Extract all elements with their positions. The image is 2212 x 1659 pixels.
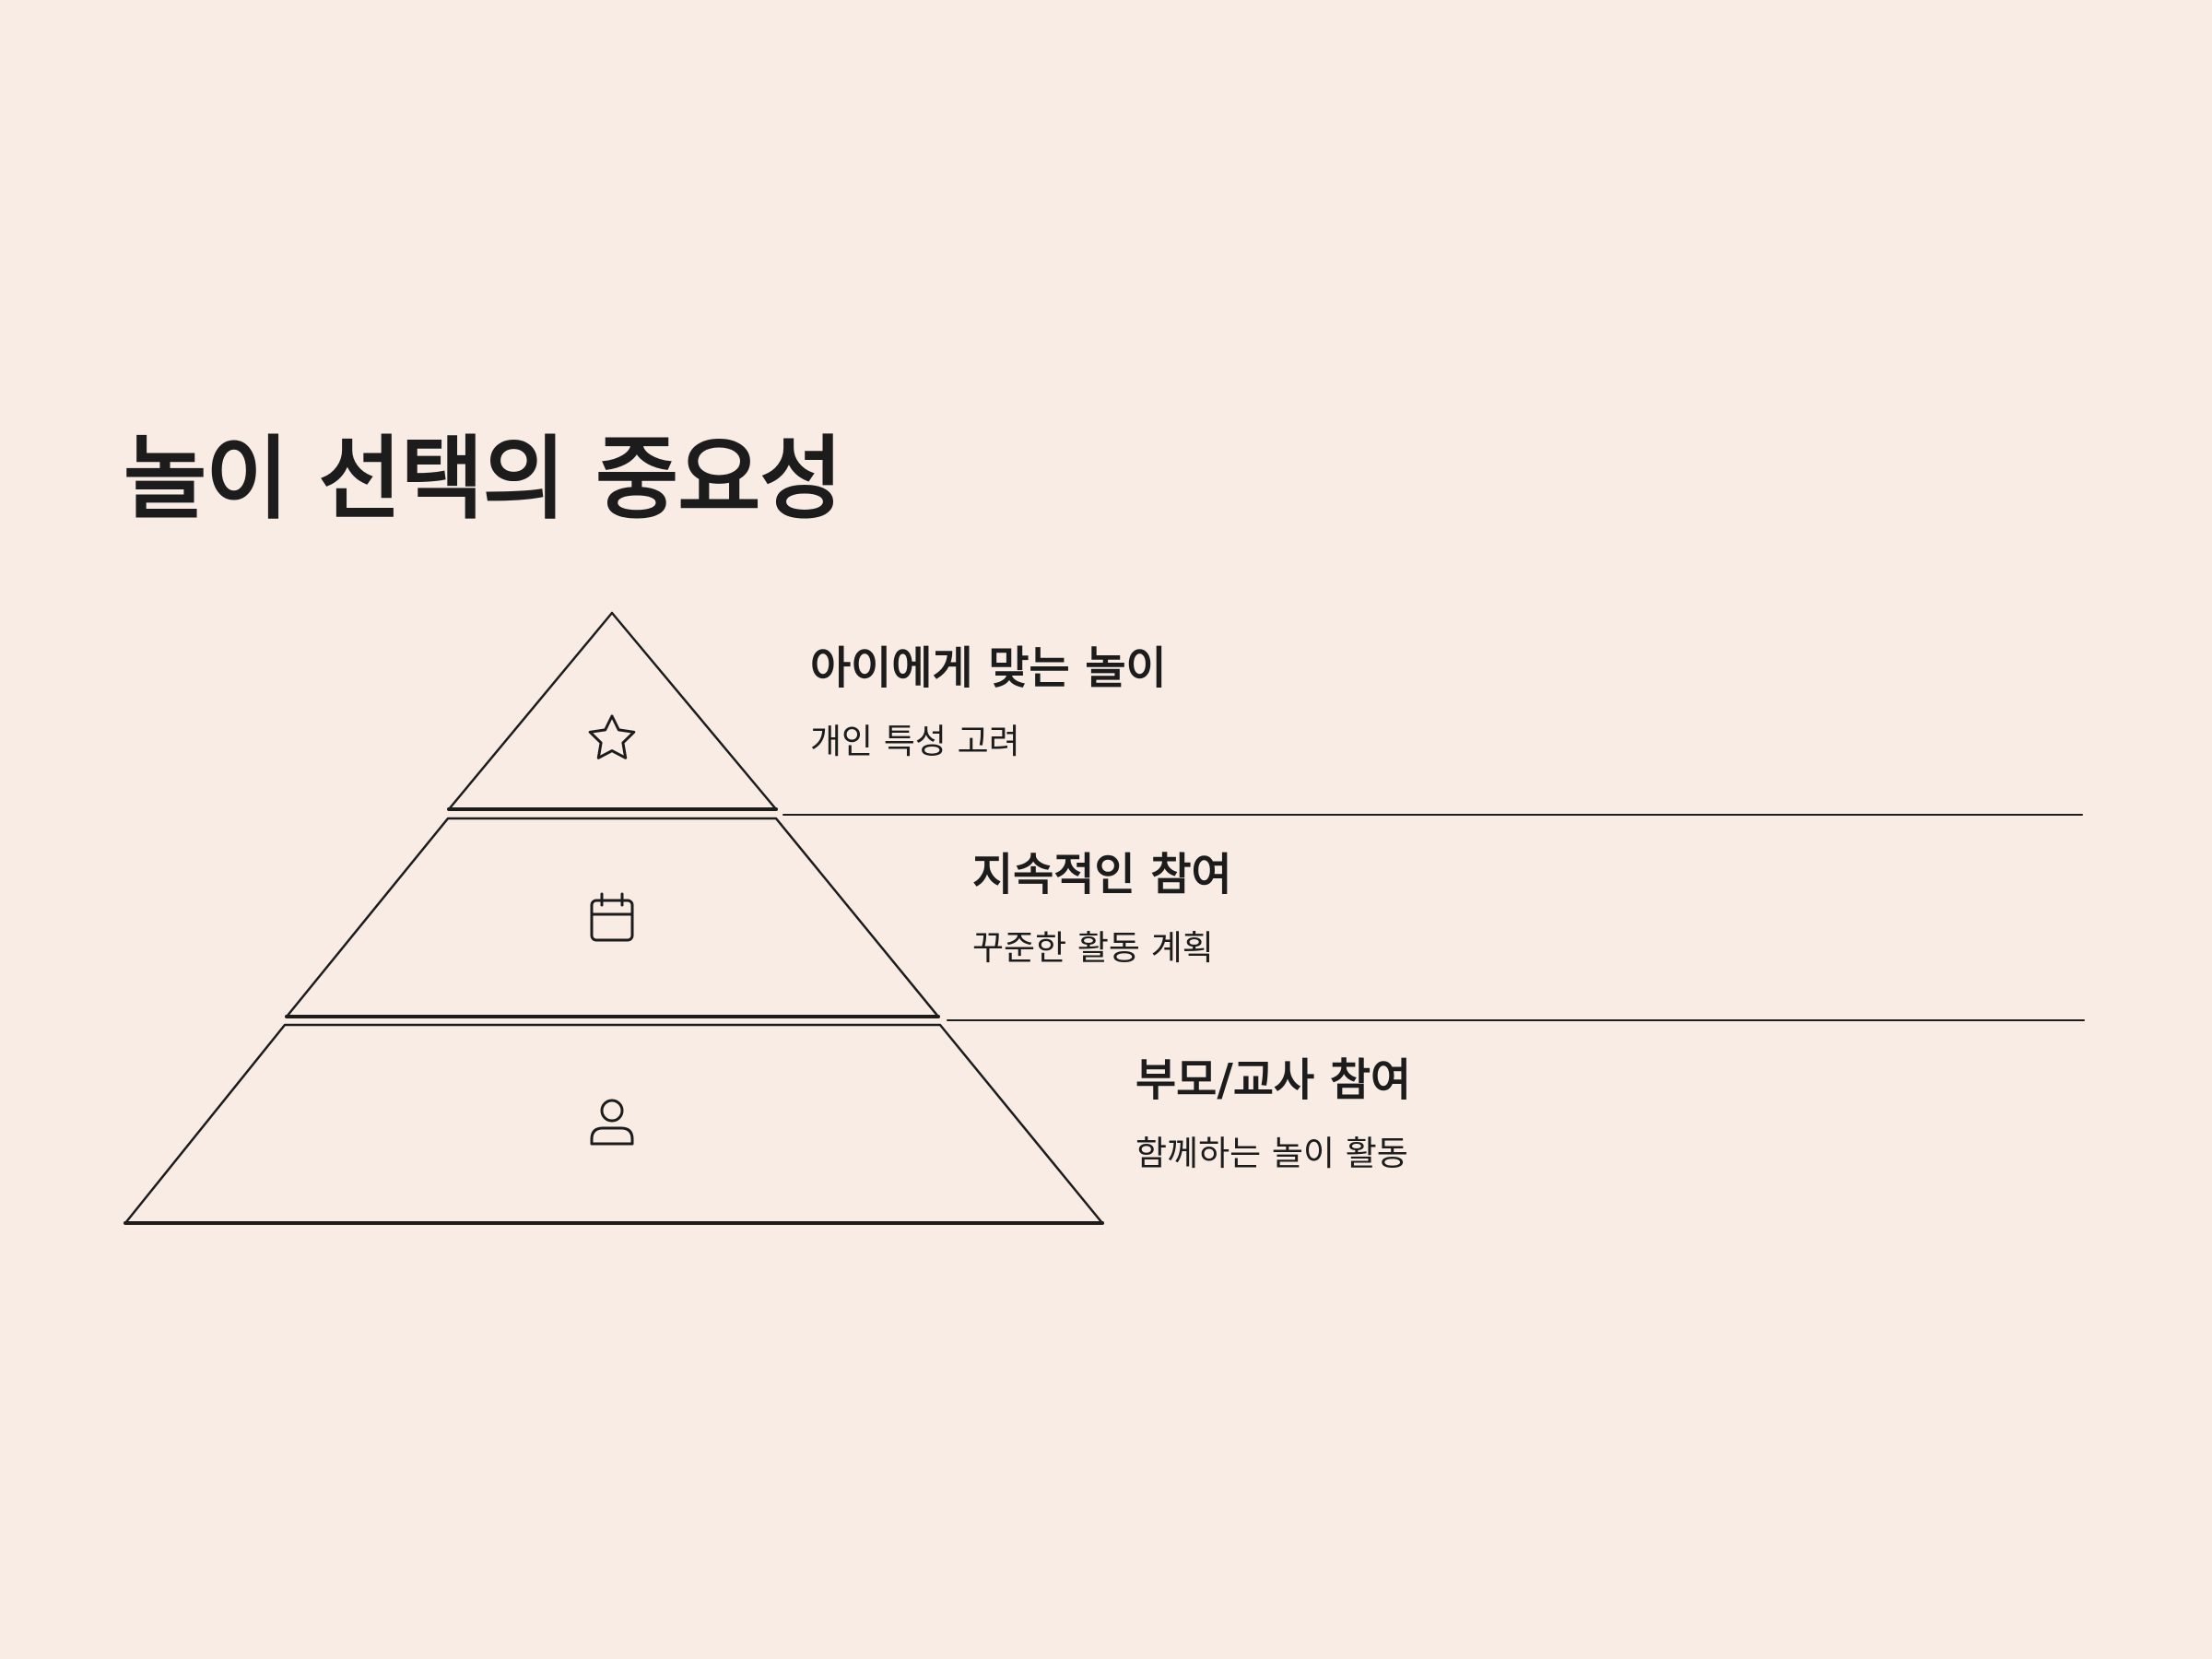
pyramid-tier-bottom [124, 1023, 1104, 1225]
person-icon [590, 1099, 634, 1146]
tier-title: 부모/교사 참여 [1135, 1054, 1412, 1106]
calendar-icon [590, 892, 634, 942]
star-icon [588, 714, 636, 759]
tier-subtitle: 꾸준한 활동 계획 [972, 927, 1214, 968]
tier-label-bottom: 부모/교사 참여 함께하는 놀이 활동 [1135, 1054, 1411, 1174]
tier-label-middle: 지속적인 참여 꾸준한 활동 계획 [972, 849, 1232, 969]
tier-title: 아이에게 맞는 놀이 [810, 642, 1167, 694]
tier-label-top: 아이에게 맞는 놀이 개인 특성 고려 [810, 642, 1167, 762]
tier-title: 지속적인 참여 [972, 849, 1232, 900]
pyramid-tier-top [447, 611, 778, 811]
tier-subtitle: 개인 특성 고려 [810, 721, 1020, 761]
pyramid-tier-middle [285, 817, 940, 1018]
page-title: 놀이 선택의 중요성 [124, 427, 843, 532]
tier-subtitle: 함께하는 놀이 활동 [1135, 1133, 1408, 1173]
